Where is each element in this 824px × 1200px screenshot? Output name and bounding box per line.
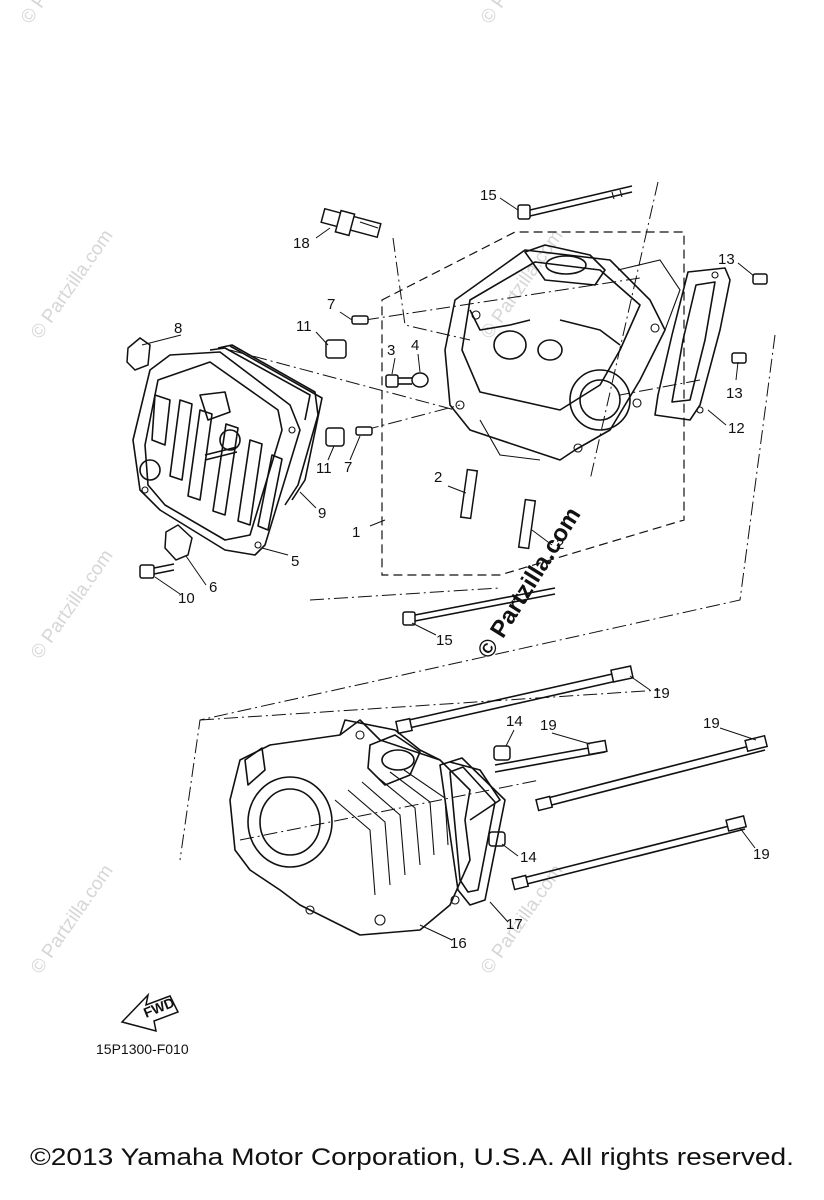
callout-numbers: 18 15 13 13 12 7 11 3 4 8 9 5 6 10 11 7 … [174,187,770,952]
long-bolt-top [517,185,633,220]
cover-bracket-top [126,337,151,371]
callout-1: 1 [352,524,360,541]
fwd-arrow-icon: FWD [120,992,180,1033]
callout-14: 14 [506,713,523,730]
callout-19: 19 [703,715,720,732]
head-assembly-boundary [381,231,685,576]
callout-18: 18 [293,235,310,252]
callout-7: 7 [344,459,352,476]
cylinder-block [229,719,501,936]
leader-lines [141,197,757,941]
callout-5: 5 [291,553,299,570]
cover-bracket-bottom [164,524,193,561]
callout-19: 19 [653,685,670,702]
watermark-text: © Partzilla.com [27,546,118,663]
dowel-pins-top [731,273,768,364]
cylinder-head [444,244,681,461]
watermark-text: © Partzilla.com [477,0,568,28]
watermark-text: © Partzilla.com [27,226,118,343]
callout-2: 2 [556,536,564,553]
nuts [325,339,347,447]
callout-12: 12 [728,420,745,437]
callout-17: 17 [506,916,523,933]
cylinder-gasket [439,757,506,906]
figure-code: 15P1300-F010 [96,1041,189,1057]
long-studs [395,665,769,891]
callout-6: 6 [209,579,217,596]
studs [459,468,537,550]
callout-15: 15 [436,632,453,649]
small-bolt-washer [385,372,429,388]
callout-16: 16 [450,935,467,952]
cover-bolt [139,563,175,579]
long-bolt-middle [402,587,556,626]
callout-11: 11 [296,318,312,335]
watermark-group: © Partzilla.com © Partzilla.com © Partzi… [17,0,568,978]
watermark-text: © Partzilla.com [17,0,108,28]
callout-13: 13 [726,385,743,402]
watermark-text: © Partzilla.com [477,226,568,343]
callout-15: 15 [480,187,497,204]
exhaust-gasket [654,267,731,421]
callout-4: 4 [411,337,419,354]
copyright-notice: ©2013 Yamaha Motor Corporation, U.S.A. A… [30,1144,794,1171]
callout-19: 19 [540,717,557,734]
chain-lines [179,181,776,861]
callout-10: 10 [178,590,195,607]
callout-8: 8 [174,320,182,337]
watermark-text: © Partzilla.com [27,861,118,978]
callout-19: 19 [753,846,770,863]
cylinder-fins [334,769,449,896]
callout-9: 9 [318,505,326,522]
callout-3: 3 [387,342,395,359]
callout-14: 14 [520,849,537,866]
cover-fins [151,394,283,531]
spark-plug [320,207,382,239]
callout-13: 13 [718,251,735,268]
callout-2: 2 [434,469,442,486]
pins [351,315,373,436]
callout-11: 11 [316,460,332,477]
callout-7: 7 [327,296,335,313]
head-cover [132,344,323,556]
